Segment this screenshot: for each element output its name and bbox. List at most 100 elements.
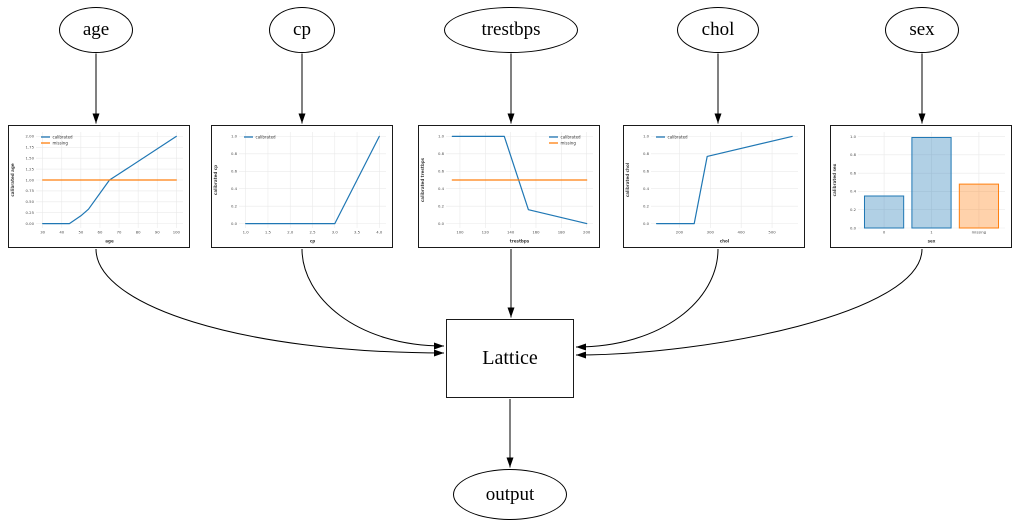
svg-text:0.6: 0.6 [643, 169, 650, 174]
svg-text:200: 200 [676, 230, 684, 235]
svg-text:0.0: 0.0 [438, 221, 445, 226]
svg-text:80: 80 [136, 230, 141, 235]
svg-text:1: 1 [930, 230, 933, 235]
svg-text:0.0: 0.0 [850, 225, 857, 230]
svg-text:2.0: 2.0 [287, 230, 294, 235]
svg-text:calibrated cp: calibrated cp [213, 165, 218, 195]
calibration-chart-age: 30 40 50 60 70 80 90 100 0.00 0.25 0.50 0.75 1.00 1.2… [8, 125, 190, 248]
edge-chol-calibrator-to-lattice [575, 248, 719, 351]
svg-text:100: 100 [173, 230, 181, 235]
svg-text:40: 40 [59, 230, 64, 235]
node-sex: sex [885, 7, 959, 53]
svg-text:0.4: 0.4 [850, 189, 857, 194]
svg-text:1.00: 1.00 [26, 177, 35, 182]
svg-text:1.50: 1.50 [26, 155, 35, 160]
svg-text:0.75: 0.75 [26, 188, 35, 193]
svg-text:1.75: 1.75 [26, 145, 35, 150]
node-age: age [59, 7, 133, 53]
lattice-node-label: Lattice [482, 347, 538, 369]
svg-text:0.2: 0.2 [643, 203, 650, 208]
node-cp-label: cp [293, 19, 311, 40]
svg-text:0.25: 0.25 [26, 210, 35, 215]
svg-text:50: 50 [78, 230, 83, 235]
node-output-label: output [485, 483, 535, 505]
svg-text:1.5: 1.5 [265, 230, 272, 235]
svg-text:calibrated chol: calibrated chol [625, 162, 630, 197]
node-trestbps-label: trestbps [481, 19, 541, 40]
svg-text:2.00: 2.00 [26, 134, 35, 139]
svg-text:calibrated: calibrated [53, 134, 74, 139]
svg-text:1.0: 1.0 [643, 134, 650, 139]
svg-text:0.4: 0.4 [643, 186, 650, 191]
svg-text:trestbps: trestbps [510, 239, 530, 244]
edge-cp-calibrator-to-lattice [301, 248, 445, 350]
svg-text:missing: missing [53, 140, 69, 145]
svg-text:0.00: 0.00 [26, 221, 35, 226]
svg-text:300: 300 [707, 230, 715, 235]
node-trestbps: trestbps [444, 7, 578, 53]
svg-text:calibrated: calibrated [561, 134, 582, 139]
calibration-chart-sex: 0 1 missing 0.0 0.2 0.4 0.6 0.8 1.0 sex calibrated… [830, 125, 1012, 248]
node-cp: cp [269, 7, 335, 53]
svg-text:90: 90 [155, 230, 160, 235]
svg-text:200: 200 [583, 230, 591, 235]
node-age-label: age [82, 19, 110, 40]
svg-text:calibrated age: calibrated age [10, 163, 15, 196]
node-chol: chol [677, 7, 759, 53]
svg-text:chol: chol [720, 239, 730, 244]
svg-text:0.6: 0.6 [850, 170, 857, 175]
svg-text:4.0: 4.0 [376, 230, 383, 235]
lattice-node: Lattice [446, 319, 574, 398]
svg-text:400: 400 [738, 230, 746, 235]
svg-text:0.8: 0.8 [850, 152, 857, 157]
svg-text:age: age [105, 239, 114, 244]
node-chol-label: chol [701, 19, 735, 40]
svg-text:0.8: 0.8 [438, 151, 445, 156]
svg-text:calibrated: calibrated [256, 134, 277, 139]
svg-text:calibrated sex: calibrated sex [832, 163, 837, 196]
svg-text:0.8: 0.8 [231, 151, 238, 156]
svg-text:calibrated trestbps: calibrated trestbps [420, 157, 425, 202]
calibration-chart-trestbps: 100 120 140 160 180 200 0.0 0.2 0.4 0.6 0.8 1.0 tres… [418, 125, 600, 248]
svg-text:missing: missing [561, 140, 577, 145]
svg-text:500: 500 [768, 230, 776, 235]
svg-text:1.0: 1.0 [231, 134, 238, 139]
svg-text:0: 0 [883, 230, 886, 235]
svg-text:0.2: 0.2 [438, 203, 445, 208]
svg-text:0.2: 0.2 [231, 203, 238, 208]
svg-text:0.6: 0.6 [231, 169, 238, 174]
svg-text:0.50: 0.50 [26, 199, 35, 204]
svg-text:70: 70 [117, 230, 122, 235]
svg-text:180: 180 [558, 230, 566, 235]
node-output: output [453, 469, 567, 520]
node-sex-label: sex [909, 19, 935, 40]
svg-text:sex: sex [928, 239, 936, 244]
svg-text:3.0: 3.0 [332, 230, 339, 235]
svg-text:cp: cp [310, 239, 315, 244]
svg-text:0.0: 0.0 [231, 221, 238, 226]
svg-text:0.2: 0.2 [850, 207, 857, 212]
svg-text:1.0: 1.0 [850, 134, 857, 139]
svg-text:140: 140 [507, 230, 515, 235]
svg-text:1.0: 1.0 [438, 134, 445, 139]
edge-age-calibrator-to-lattice [95, 248, 445, 357]
svg-text:0.0: 0.0 [643, 221, 650, 226]
svg-text:30: 30 [40, 230, 45, 235]
svg-text:1.0: 1.0 [243, 230, 250, 235]
svg-text:0.6: 0.6 [438, 169, 445, 174]
svg-text:missing: missing [972, 230, 987, 235]
svg-text:160: 160 [532, 230, 540, 235]
edge-sex-calibrator-to-lattice [575, 248, 923, 359]
svg-text:0.4: 0.4 [231, 186, 238, 191]
svg-text:1.25: 1.25 [26, 166, 35, 171]
svg-text:0.4: 0.4 [438, 186, 445, 191]
svg-text:calibrated: calibrated [668, 134, 689, 139]
svg-text:2.5: 2.5 [309, 230, 316, 235]
svg-text:120: 120 [482, 230, 490, 235]
svg-text:60: 60 [98, 230, 103, 235]
svg-text:100: 100 [456, 230, 464, 235]
